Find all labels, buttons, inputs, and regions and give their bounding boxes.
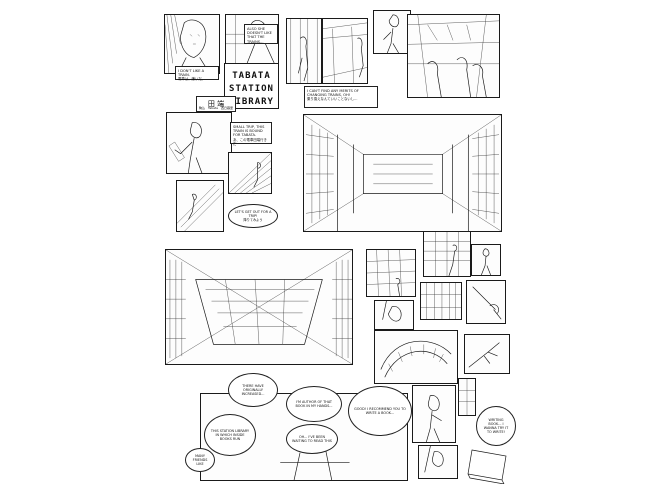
panel-reaching-hand	[464, 334, 510, 374]
panel-train-interior	[407, 14, 500, 98]
bubble-oh: OH... I'VE BEEN WAITING TO READ THIS	[286, 424, 338, 454]
panel-girl-thinking	[412, 385, 456, 443]
bubble-many-friends: MANY FRIENDS LIKE	[185, 448, 215, 472]
title-line-2: STATION	[229, 84, 274, 94]
panel-girl-shelves	[471, 244, 501, 276]
panel-books-shelf	[420, 282, 462, 320]
bubble-writing-book: WRITING BOOK... I WANNA TRY IT TO WRITE!	[476, 406, 516, 446]
sign-kanji: 田 端	[207, 100, 225, 108]
sign-left: 駒込	[199, 106, 206, 110]
title-line-1: TABATA	[232, 71, 271, 81]
caption-also-dont-like: ALSO SHE DOESN'T LIKE THAT THE TRAINS...	[244, 24, 278, 44]
title-line-3: LIBRARY	[229, 97, 274, 107]
panel-platform	[322, 18, 368, 84]
bubble-station-library: THIS STATION LIBRARY IN WHICH INSIDE BOO…	[204, 414, 256, 456]
panel-shelves-b	[423, 231, 471, 277]
caption-small-train: SMALL TRIP, THIS TRAIN IS BOUND FOR TABA…	[230, 122, 272, 146]
panel-spiral-stair	[374, 330, 458, 384]
caption-dont-like-train: I DON'T LIKE A TRAIN. 電車は、嫌いだ。	[175, 66, 219, 81]
panel-shelves-a	[366, 249, 416, 297]
bubble-im-author: I'M AUTHOR OF THAT BOOK IN MY HANDS...	[286, 386, 342, 422]
sign-mid: Tabata	[208, 106, 218, 110]
panel-walking-girl	[373, 10, 411, 54]
panel-library-hall	[303, 114, 502, 232]
panel-book	[466, 446, 512, 484]
panel-girl-portrait	[164, 14, 220, 74]
panel-overhead-library	[165, 249, 353, 365]
caption-cant-find-merit: I CAN'T FIND ANY MERITS OF CHANGING TRAI…	[304, 86, 378, 108]
panel-train-doors	[286, 18, 322, 84]
station-sign: 田 端 駒込 Tabata 西日暮里	[196, 96, 236, 112]
panel-escalator	[176, 180, 224, 232]
bubble-lets-get-out: LET'S GET OUT FOR A TRIP! 降りてみよう	[228, 204, 278, 228]
panel-hand-pen	[466, 280, 506, 324]
panel-girl-reading-sign	[166, 112, 232, 174]
sign-right: 西日暮里	[220, 106, 233, 110]
bubble-good: GOOD! I RECOMMEND YOU TO WRITE A BOOK...	[348, 386, 412, 436]
bubble-there-have: THERE HAVE ORIGINALLY INCREASED...	[228, 373, 278, 407]
panel-girl-face	[374, 300, 414, 330]
panel-girl-smile	[418, 445, 458, 479]
panel-stairs	[228, 152, 272, 194]
panel-window-small	[458, 378, 476, 416]
